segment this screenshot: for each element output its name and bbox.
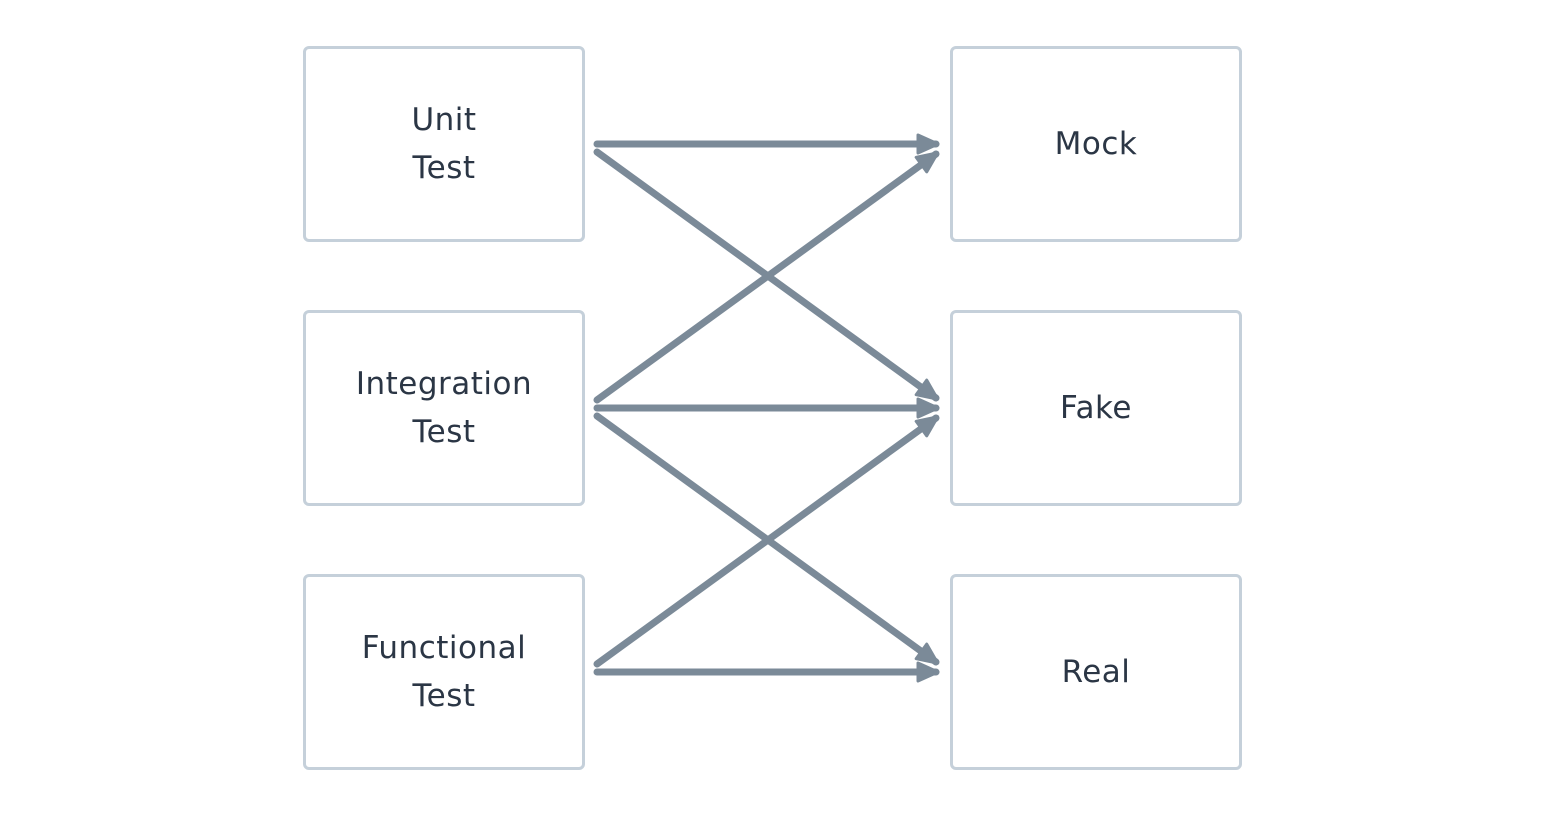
functional-test-box: Functional Test: [303, 574, 585, 770]
integration-test-box: Integration Test: [303, 310, 585, 506]
unit-test-box: Unit Test: [303, 46, 585, 242]
integration-test-label-line2: Test: [412, 414, 476, 450]
arrowhead-unit-to-mock: [916, 133, 940, 155]
arrowhead-functional-to-fake: [914, 415, 940, 438]
arrow-functional-to-fake: [593, 414, 940, 668]
arrowhead-functional-to-real: [916, 661, 940, 683]
arrow-integration-to-mock: [593, 150, 940, 404]
arrowhead-integration-to-fake: [916, 397, 940, 419]
arrowhead-integration-to-mock: [914, 151, 940, 174]
mock-box: Mock: [950, 46, 1242, 242]
real-box: Real: [950, 574, 1242, 770]
functional-test-label-line1: Functional: [361, 630, 527, 666]
mock-label: Mock: [1054, 126, 1138, 162]
real-label: Real: [1061, 654, 1131, 690]
fake-label: Fake: [1060, 390, 1132, 426]
unit-test-label-line2: Test: [412, 150, 476, 186]
arrowhead-unit-to-fake: [914, 378, 940, 401]
integration-test-label-line1: Integration: [355, 366, 533, 402]
unit-test-label-line1: Unit: [411, 102, 477, 138]
functional-test-label-line2: Test: [412, 678, 476, 714]
arrowhead-integration-to-real: [914, 642, 940, 665]
fake-box: Fake: [950, 310, 1242, 506]
